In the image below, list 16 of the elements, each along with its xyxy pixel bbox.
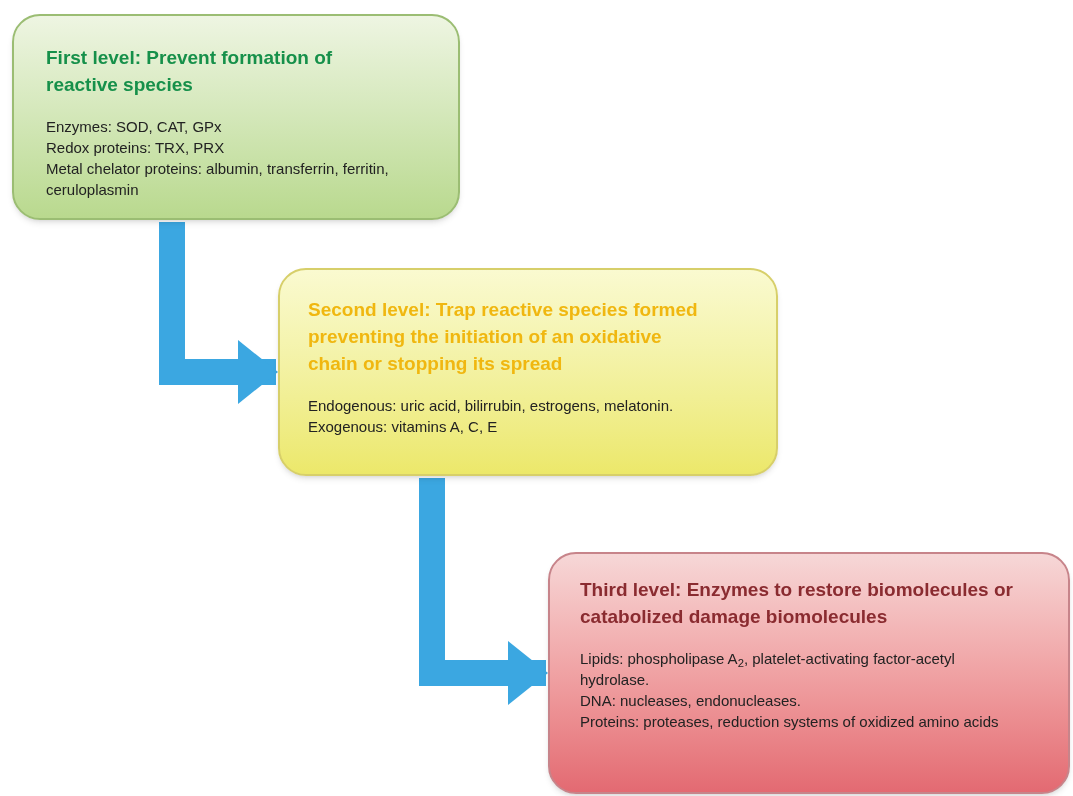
bent-arrow bbox=[419, 478, 548, 705]
level-heading: First level: Prevent formation of reactive species bbox=[46, 46, 334, 97]
item-text: Redox proteins: TRX, PRX bbox=[46, 138, 226, 158]
item-text: Endogenous: uric acid, bilirrubin, estrogens, melatonin. bbox=[308, 396, 675, 416]
item-text: DNA: nucleases, endonucleases. bbox=[580, 691, 802, 711]
bent-arrow bbox=[159, 222, 278, 404]
level-heading: Third level: Enzymes to restore biomolecules or catabolized damage biomolecules bbox=[580, 578, 1014, 629]
item-text: Lipids: phospholipase A$_{2}$, platelet-activating factor-acetyl hydrolase. bbox=[580, 649, 956, 690]
level-heading: Second level: Trap reactive species formed preventing the initiation of an oxidative chain or stopping its spread bbox=[308, 298, 699, 376]
item-text: Proteins: proteases, reduction systems of oxidized amino acids bbox=[580, 712, 1000, 732]
item-text: Metal chelator proteins: albumin, transferrin, ferritin, ceruloplasmin bbox=[46, 159, 390, 200]
level-box bbox=[278, 268, 778, 476]
level-box bbox=[12, 14, 460, 220]
item-text: Exogenous: vitamins A, C, E bbox=[308, 417, 499, 437]
level-box bbox=[548, 552, 1070, 794]
item-text: Enzymes: SOD, CAT, GPx bbox=[46, 117, 223, 137]
